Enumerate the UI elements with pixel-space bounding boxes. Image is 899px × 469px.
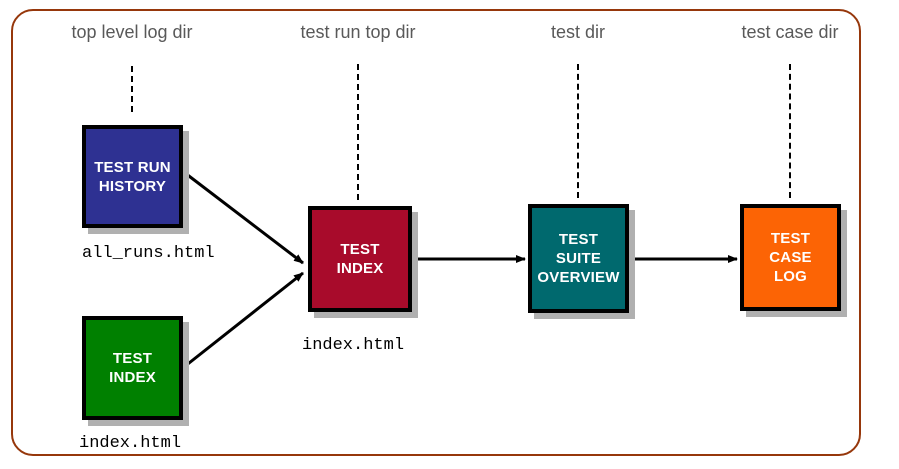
node-test-case-log-label: TEST CASE LOG (769, 230, 812, 285)
node-test-index-run-label: TEST INDEX (336, 241, 384, 277)
node-test-run-history-label: TEST RUN HISTORY (94, 158, 171, 195)
dashed-connector-test-case-dir (789, 64, 791, 198)
caption-index-html-test-run: index.html (302, 336, 405, 355)
caption-all-runs-html: all_runs.html (82, 244, 215, 263)
caption-index-html-top-level: index.html (79, 434, 182, 453)
node-test-suite-overview[interactable]: TEST SUITE OVERVIEW (528, 204, 629, 313)
node-test-run-history[interactable]: TEST RUN HISTORY (82, 125, 183, 228)
column-header-test-case-dir: test case dir (741, 22, 839, 42)
diagram-frame-border (11, 9, 861, 456)
node-test-index-run[interactable]: TEST INDEX (308, 206, 412, 312)
dashed-connector-test-run-top-dir (357, 64, 359, 200)
dashed-connector-top-level-log-dir (131, 66, 133, 112)
column-header-top-level-log-dir: top level log dir (71, 22, 193, 42)
node-test-index-top-label: TEST INDEX (109, 350, 156, 386)
column-header-test-dir: test dir (550, 22, 606, 42)
node-test-index-top[interactable]: TEST INDEX (82, 316, 183, 420)
node-test-case-log[interactable]: TEST CASE LOG (740, 204, 841, 311)
node-test-suite-overview-label: TEST SUITE OVERVIEW (537, 231, 620, 286)
dashed-connector-test-dir (577, 64, 579, 198)
column-header-test-run-top-dir: test run top dir (300, 22, 416, 42)
